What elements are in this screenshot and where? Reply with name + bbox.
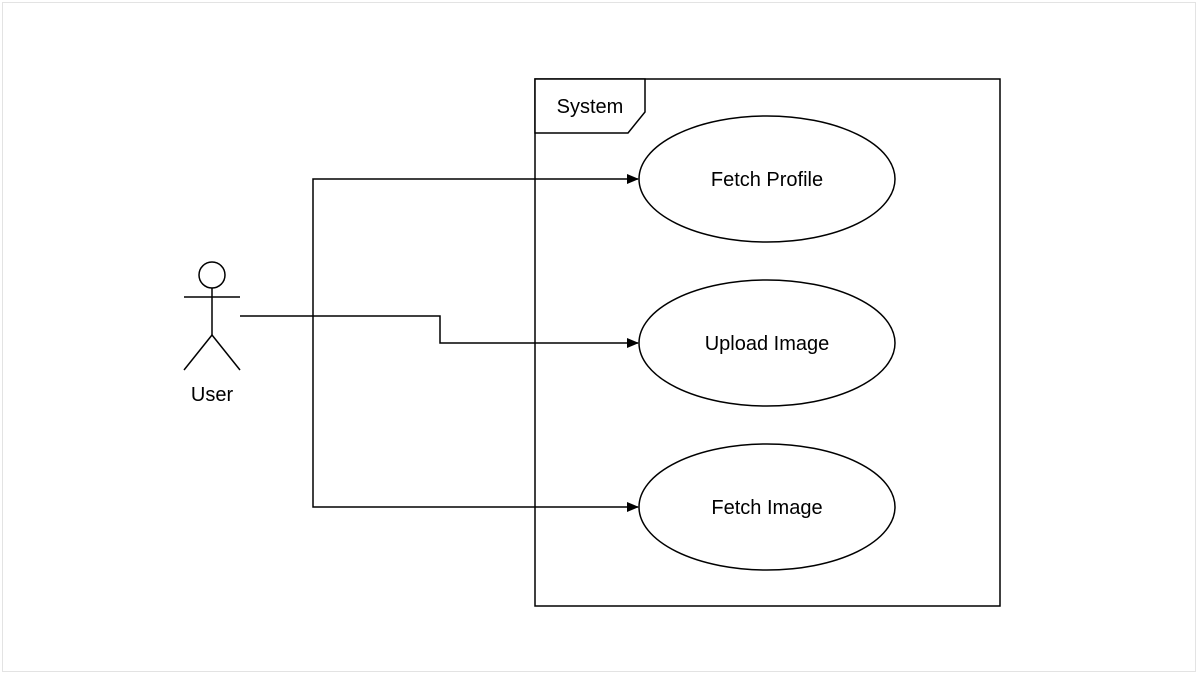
use-case-label: Upload Image	[705, 333, 830, 355]
use-case-upload-image: Upload Image	[638, 279, 896, 407]
use-case-ellipse	[638, 115, 896, 243]
use-case-ellipse	[638, 443, 896, 571]
system-boundary: System	[534, 78, 1001, 607]
actor-right-leg	[211, 334, 241, 371]
system-label-tab	[534, 78, 646, 134]
use-case-fetch-profile: Fetch Profile	[638, 115, 896, 243]
connector-upload-image	[240, 315, 639, 348]
use-case-fetch-image: Fetch Image	[638, 443, 896, 571]
use-case-label: Fetch Image	[711, 497, 822, 519]
system-label: System	[557, 96, 624, 118]
actor-label: User	[191, 384, 234, 406]
connector-fetch-profile	[312, 174, 639, 316]
connector-fetch-image	[312, 316, 639, 512]
actor-user: User	[183, 261, 241, 406]
actor-head	[198, 261, 226, 289]
actor-left-leg	[183, 334, 213, 371]
use-case-label: Fetch Profile	[711, 169, 823, 191]
connectors	[240, 174, 639, 512]
use-case-ellipse	[638, 279, 896, 407]
